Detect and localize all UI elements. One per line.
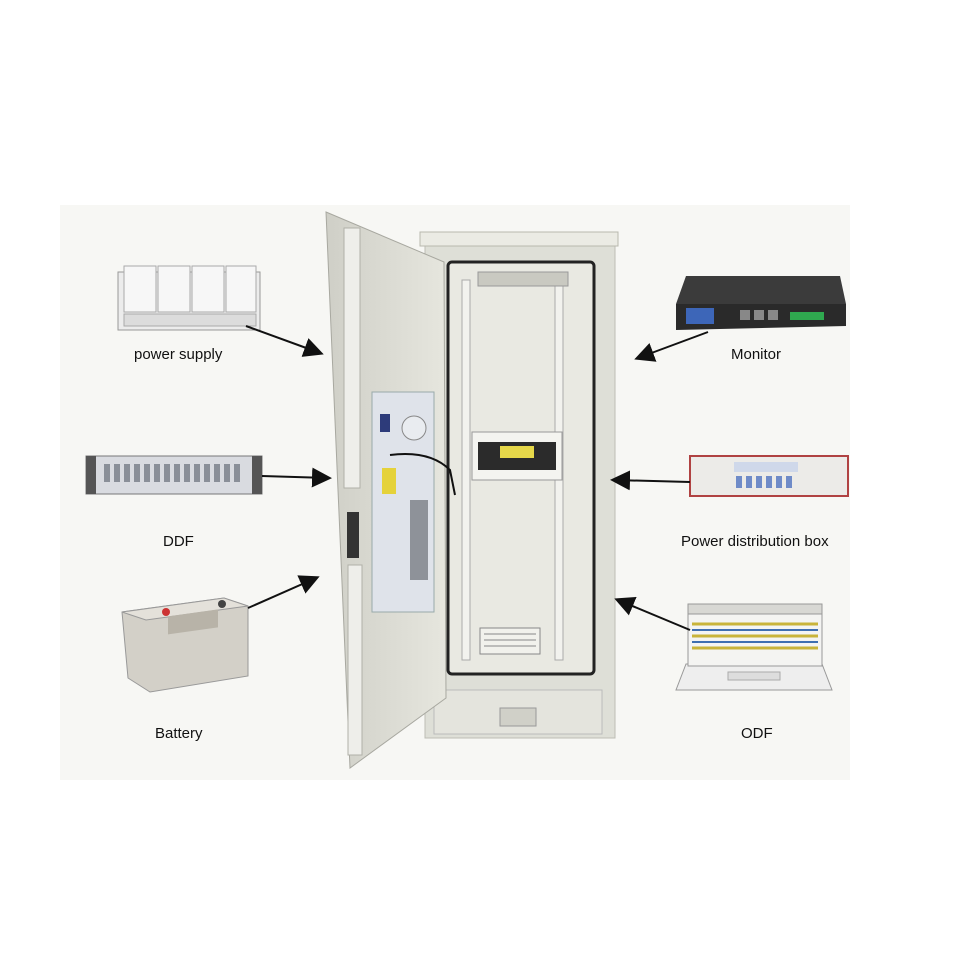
ac-fan <box>401 415 427 441</box>
floor-vent <box>479 627 541 655</box>
label-monitor: Monitor <box>731 346 782 363</box>
ac-warning-label <box>382 468 396 494</box>
door-lock <box>347 512 359 558</box>
label-battery: Battery <box>155 725 203 742</box>
top-unit <box>477 271 569 287</box>
installed-device-label <box>500 446 534 458</box>
arrow-power-distribution-box <box>610 470 691 491</box>
label-power-distribution-box: Power distribution box <box>681 533 829 550</box>
plinth-vent <box>499 707 537 727</box>
ac-grille <box>410 500 428 580</box>
arrow-power-supply <box>245 325 324 357</box>
power-supply-image <box>117 265 261 331</box>
monitor-image <box>676 276 846 330</box>
label-odf: ODF <box>741 725 773 742</box>
cabinet-roof <box>419 231 619 247</box>
arrow-monitor <box>634 331 709 362</box>
power-distribution-box-image <box>689 455 849 497</box>
ddf-image <box>85 455 263 495</box>
door-handle-upper <box>343 227 361 489</box>
rack-rail-left <box>461 279 471 661</box>
door-cable <box>389 453 456 496</box>
arrow-ddf <box>261 467 332 488</box>
ac-controller <box>380 414 390 432</box>
label-ddf: DDF <box>163 533 194 550</box>
label-power-supply: power supply <box>134 346 223 363</box>
arrow-battery <box>247 575 320 609</box>
arrow-odf <box>614 596 691 631</box>
outdoor-cabinet <box>325 211 619 769</box>
battery-image <box>121 597 249 693</box>
odf-image <box>675 603 833 691</box>
door-handle-lower <box>347 564 363 756</box>
